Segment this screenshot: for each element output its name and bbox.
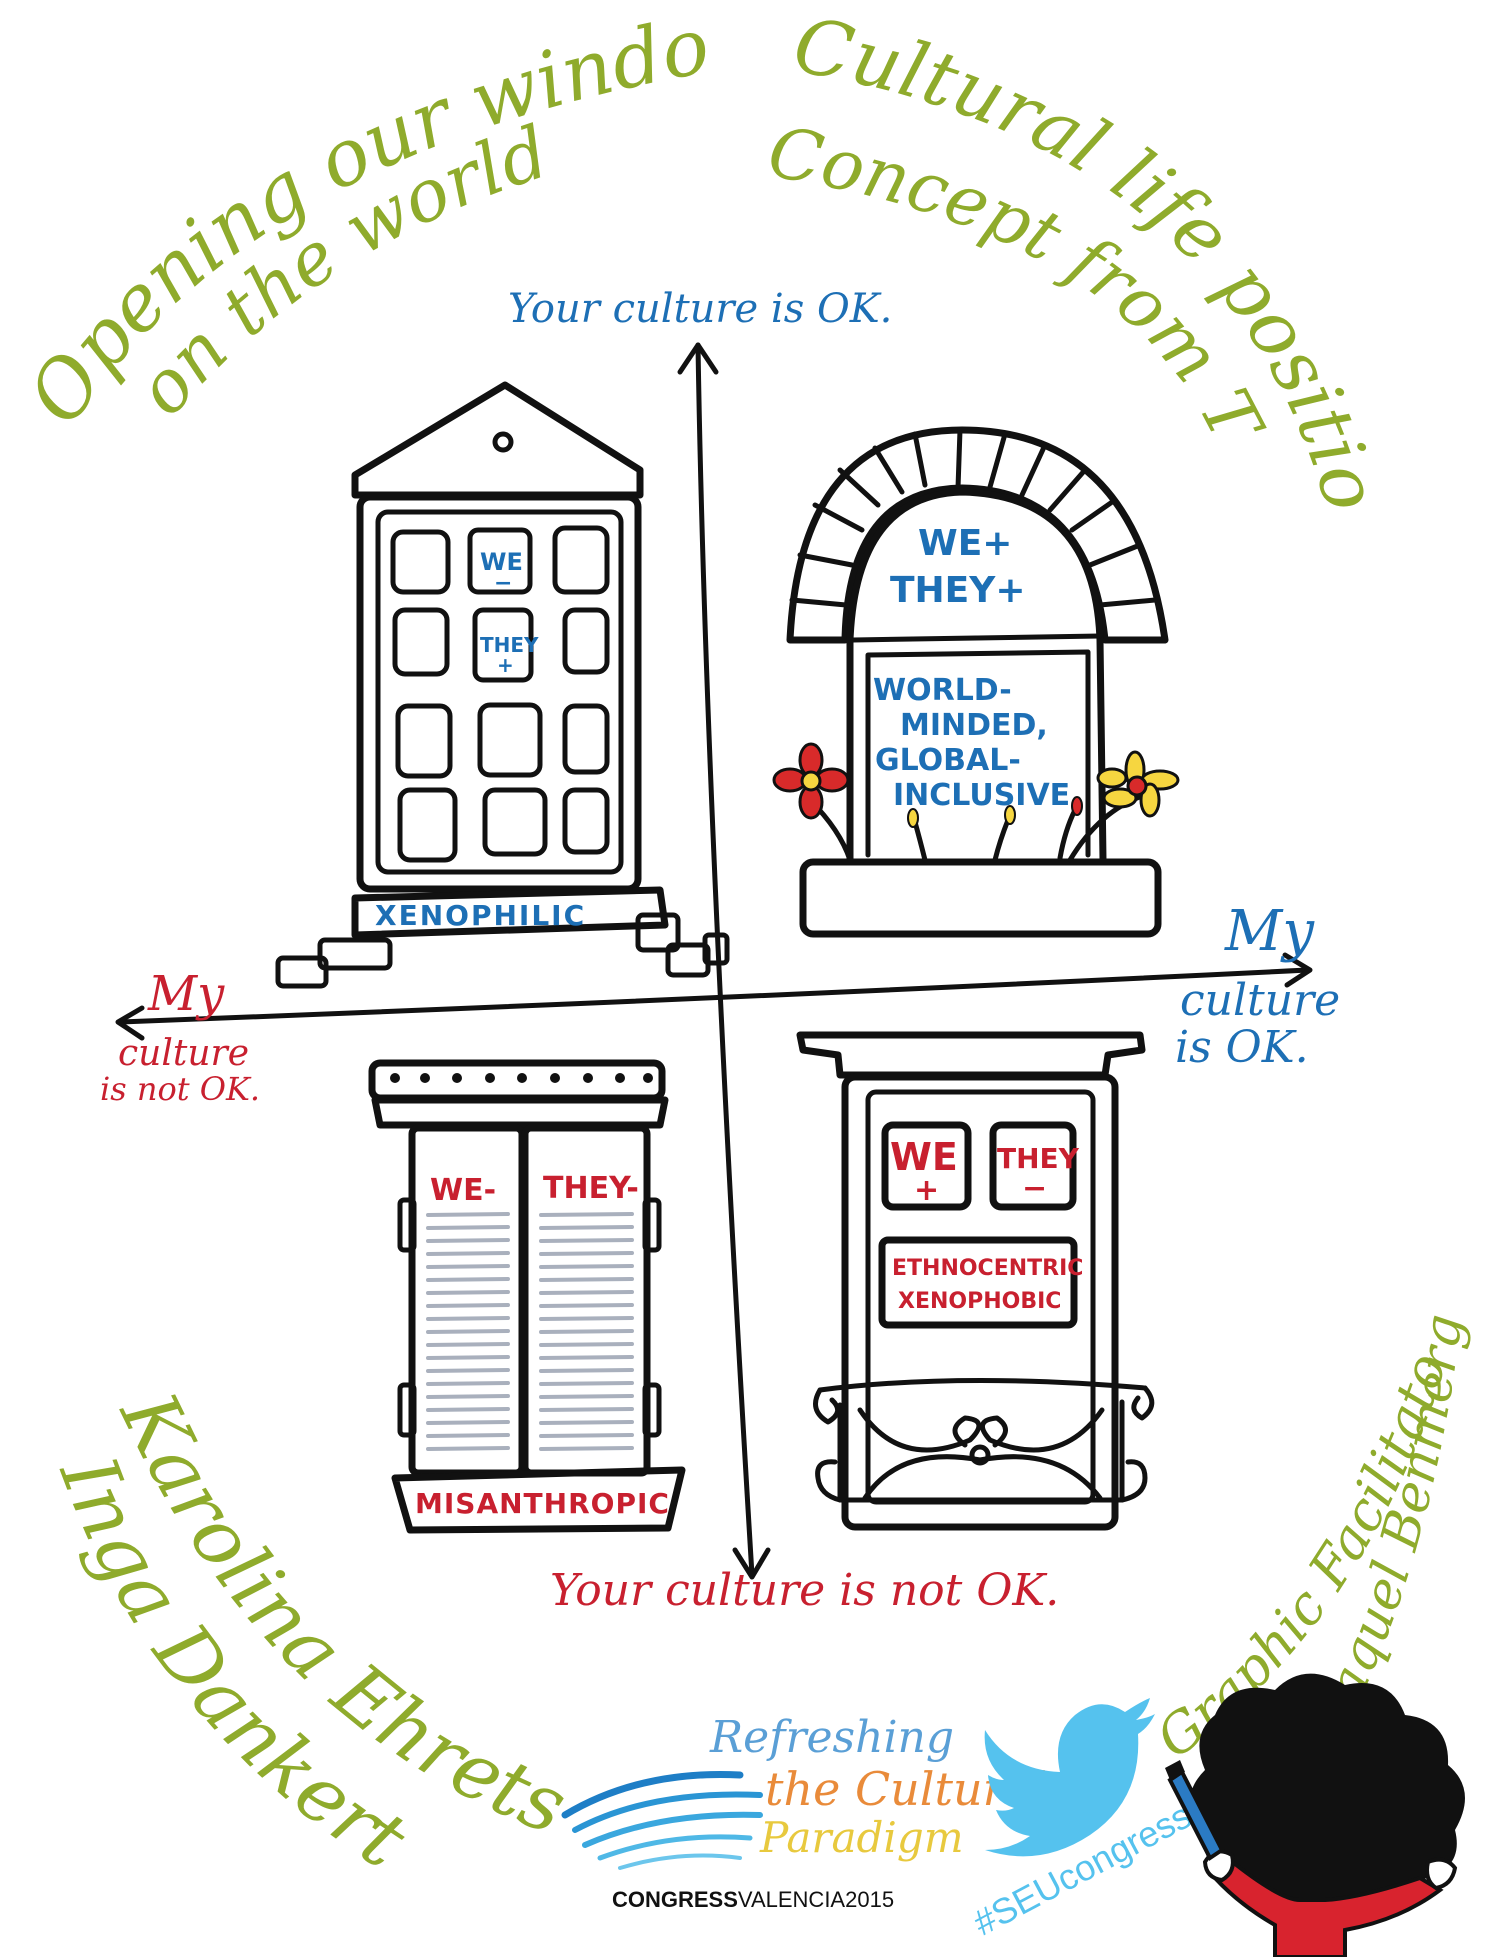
axis-label-left-line3: is not OK.	[100, 1070, 260, 1108]
shutter-slat	[539, 1381, 634, 1386]
flower-yellow	[1067, 750, 1180, 863]
shutter-slat	[539, 1355, 634, 1360]
ethnocentric-we: WE	[890, 1135, 958, 1179]
xenophilic-we: WE	[480, 548, 523, 576]
ethnocentric-label-line1: ETHNOCENTRIC	[892, 1256, 1083, 1281]
vertical-axis-arrow-bottom	[732, 1547, 771, 1580]
shutter-slat	[539, 1433, 634, 1438]
slogan-line1: Refreshing	[709, 1712, 954, 1763]
shutter-slat	[539, 1277, 634, 1282]
misanthropic-they: THEY-	[543, 1171, 639, 1206]
shutter-slat	[426, 1394, 510, 1399]
shutter-slat	[539, 1303, 634, 1308]
world-minded-desc-3: GLOBAL-	[875, 743, 1021, 778]
window-world-minded: WE+ THEY+ WORLD- MINDED, GLOBAL- INCLUSI…	[772, 426, 1180, 938]
twitter-bird-icon	[984, 1698, 1155, 1857]
shutter-slat	[426, 1355, 510, 1360]
shutter-slat	[539, 1238, 634, 1243]
shutter-slat	[426, 1407, 510, 1412]
congress-name-bold: CONGRESS	[612, 1887, 738, 1912]
axis-label-left-line2: culture	[118, 1033, 249, 1074]
shutter-slat	[426, 1342, 510, 1347]
shutter-slat	[426, 1381, 510, 1386]
world-minded-desc-4: INCLUSIVE	[893, 778, 1070, 813]
shutter-slat	[539, 1420, 634, 1425]
svg-text:CONGRESSVALENCIA2015: CONGRESSVALENCIA2015	[612, 1887, 894, 1912]
shutter-slat	[539, 1446, 634, 1451]
window-misanthropic: WE- THEY- MISANTHROPIC	[368, 1059, 686, 1534]
vertical-axis	[695, 342, 755, 1578]
axis-label-left-line1: My	[147, 966, 225, 1022]
shutter-slat	[426, 1433, 510, 1438]
ethnocentric-they: THEY	[997, 1142, 1080, 1175]
flower-red	[772, 742, 853, 863]
shutter-slat	[539, 1251, 634, 1256]
ethnocentric-we-sign: +	[914, 1173, 939, 1208]
horizontal-axis	[117, 967, 1311, 1025]
xenophilic-they: THEY	[480, 633, 539, 657]
axis-label-right-line2: culture	[1180, 975, 1340, 1026]
window-xenophilic: WE − THEY + XENOPHILIC	[275, 381, 730, 989]
world-minded-desc-2: MINDED,	[900, 708, 1048, 743]
shutter-slat	[426, 1446, 510, 1451]
waves-icon	[561, 1771, 763, 1870]
xenophilic-label: XENOPHILIC	[375, 899, 586, 932]
vertical-axis-arrow-top	[677, 342, 719, 375]
axes	[115, 342, 1313, 1580]
shutter-slat	[426, 1329, 510, 1334]
shutter-slat	[426, 1251, 510, 1256]
shutter-slat	[539, 1225, 634, 1230]
shutter-slat	[539, 1368, 634, 1373]
axis-label-right-line3: is OK.	[1175, 1022, 1309, 1073]
slogan-line3: Paradigm	[759, 1813, 964, 1862]
misanthropic-rivets	[390, 1073, 653, 1083]
misanthropic-label: MISANTHROPIC	[415, 1487, 670, 1520]
shutter-slat	[539, 1290, 634, 1295]
world-minded-desc-1: WORLD-	[873, 673, 1012, 708]
axis-label-left: My culture is not OK.	[100, 966, 260, 1108]
shutter-slat	[539, 1212, 634, 1217]
shutter-slat	[539, 1264, 634, 1269]
horizontal-axis-arrow-right	[1282, 952, 1313, 988]
congress-logo: Refreshing the Cultural Paradigm CONGRES…	[561, 1712, 1047, 1912]
shutter-slat	[539, 1342, 634, 1347]
axis-label-right: My culture is OK.	[1175, 899, 1340, 1073]
ethnocentric-they-sign: −	[1022, 1171, 1047, 1206]
shutter-slat	[539, 1329, 634, 1334]
shutter-slat	[426, 1290, 510, 1295]
horizontal-axis-arrow-left	[115, 1005, 145, 1041]
title-left: Opening our windows on the world	[0, 0, 716, 440]
shutter-slat	[426, 1277, 510, 1282]
ethnocentric-balcony	[813, 1377, 1155, 1503]
congress-name-rest: VALENCIA2015	[738, 1887, 894, 1912]
axis-label-right-line1: My	[1224, 899, 1315, 964]
ethnocentric-label-line2: XENOPHOBIC	[898, 1289, 1061, 1314]
shutter-slat	[426, 1420, 510, 1425]
xenophilic-they-sign: +	[497, 653, 514, 677]
world-minded-they: THEY+	[890, 570, 1026, 611]
shutter-slat	[426, 1264, 510, 1269]
shutter-slat	[426, 1368, 510, 1373]
world-minded-we: WE+	[918, 523, 1012, 564]
window-ethnocentric: WE + THEY − ETHNOCENTRIC XENOPHOBIC	[796, 1031, 1155, 1531]
axis-label-top: Your culture is OK.	[508, 286, 892, 332]
shutter-slat	[539, 1407, 634, 1412]
shutter-slat	[539, 1316, 634, 1321]
shutter-slat	[539, 1394, 634, 1399]
shutter-slat	[426, 1316, 510, 1321]
xenophilic-we-sign: −	[494, 571, 512, 596]
shutter-slat	[426, 1225, 510, 1230]
shutter-slat	[426, 1238, 510, 1243]
misanthropic-we: WE-	[430, 1173, 496, 1208]
shutter-slat	[426, 1212, 510, 1217]
facilitator-avatar	[1165, 1673, 1465, 1957]
shutter-slat	[426, 1303, 510, 1308]
axis-label-bottom: Your culture is not OK.	[550, 1565, 1059, 1616]
